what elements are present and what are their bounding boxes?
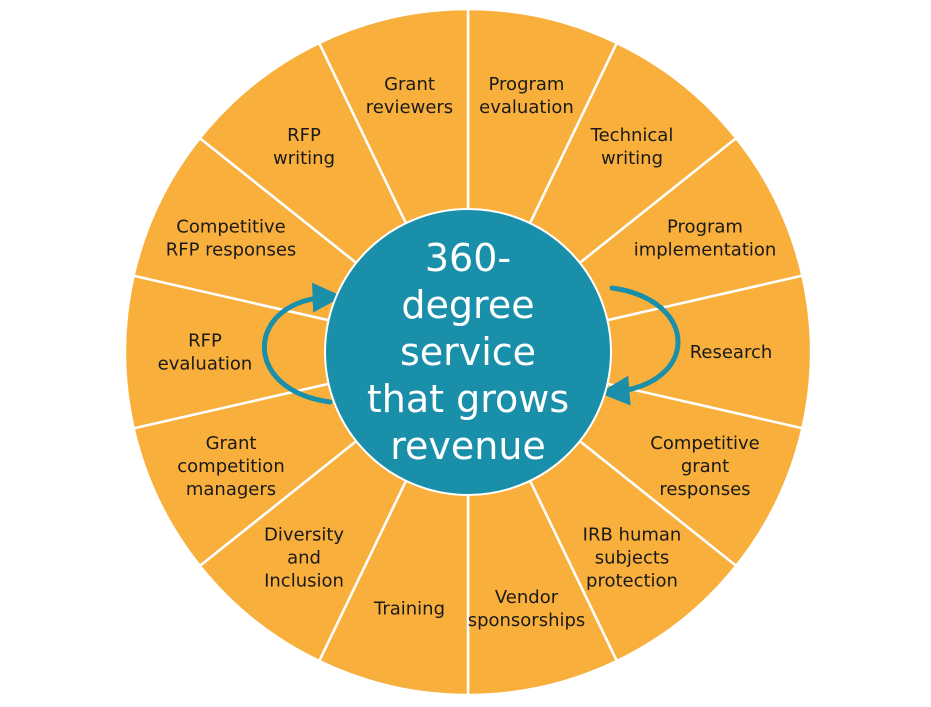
segment-label-line: Competitive: [176, 216, 285, 237]
center-circle: [324, 208, 612, 496]
left-cycle-arrow-icon: [261, 282, 343, 405]
segment-label-line: Competitive: [650, 433, 759, 454]
segment-label-line: RFP: [188, 331, 222, 352]
center-title-line: service: [400, 330, 536, 374]
segment-label-line: and: [287, 548, 321, 569]
segment-label-line: evaluation: [479, 97, 574, 118]
segment-label-line: Inclusion: [264, 571, 344, 592]
segment-label-line: competition: [177, 456, 284, 477]
segment-label-line: grant: [681, 456, 729, 477]
center-title-line: revenue: [390, 424, 546, 468]
segment-label-line: reviewers: [366, 97, 453, 118]
segment-label-line: protection: [586, 571, 678, 592]
segment-label-line: managers: [186, 479, 276, 500]
right-cycle-arrow-icon: [599, 285, 681, 406]
center-title-line: degree: [401, 283, 534, 327]
segment-label-line: Diversity: [264, 525, 344, 546]
segment-label-line: Vendor: [495, 587, 559, 608]
segment-label-line: writing: [601, 148, 663, 169]
segment-label-line: RFP responses: [166, 239, 297, 260]
segment-label-line: IRB human: [583, 525, 682, 546]
segment-label-line: responses: [659, 479, 750, 500]
segment-label-line: sponsorships: [468, 610, 586, 631]
segment-label-line: Grant: [384, 74, 435, 95]
arrows-layer: [261, 282, 681, 406]
wheel-segment: [467, 274, 813, 430]
segment-label-line: Technical: [590, 125, 674, 146]
segment-label: Research: [690, 342, 773, 363]
segment-label: Training: [373, 598, 445, 619]
segment-label-line: subjects: [595, 548, 670, 569]
center-title-line: 360-: [425, 236, 511, 280]
segment-label-line: Program: [667, 216, 743, 237]
segment-label-line: RFP: [287, 125, 321, 146]
center-title-line: that grows: [367, 377, 569, 421]
segment-label-line: writing: [273, 148, 335, 169]
segment-label-line: evaluation: [158, 354, 253, 375]
segment-label-line: Training: [373, 598, 445, 619]
segment-label-line: Research: [690, 342, 773, 363]
segment-label-line: implementation: [634, 239, 777, 260]
segment-label-line: Grant: [206, 433, 257, 454]
wheel-segment: [123, 274, 469, 430]
segment-label-line: Program: [489, 74, 565, 95]
